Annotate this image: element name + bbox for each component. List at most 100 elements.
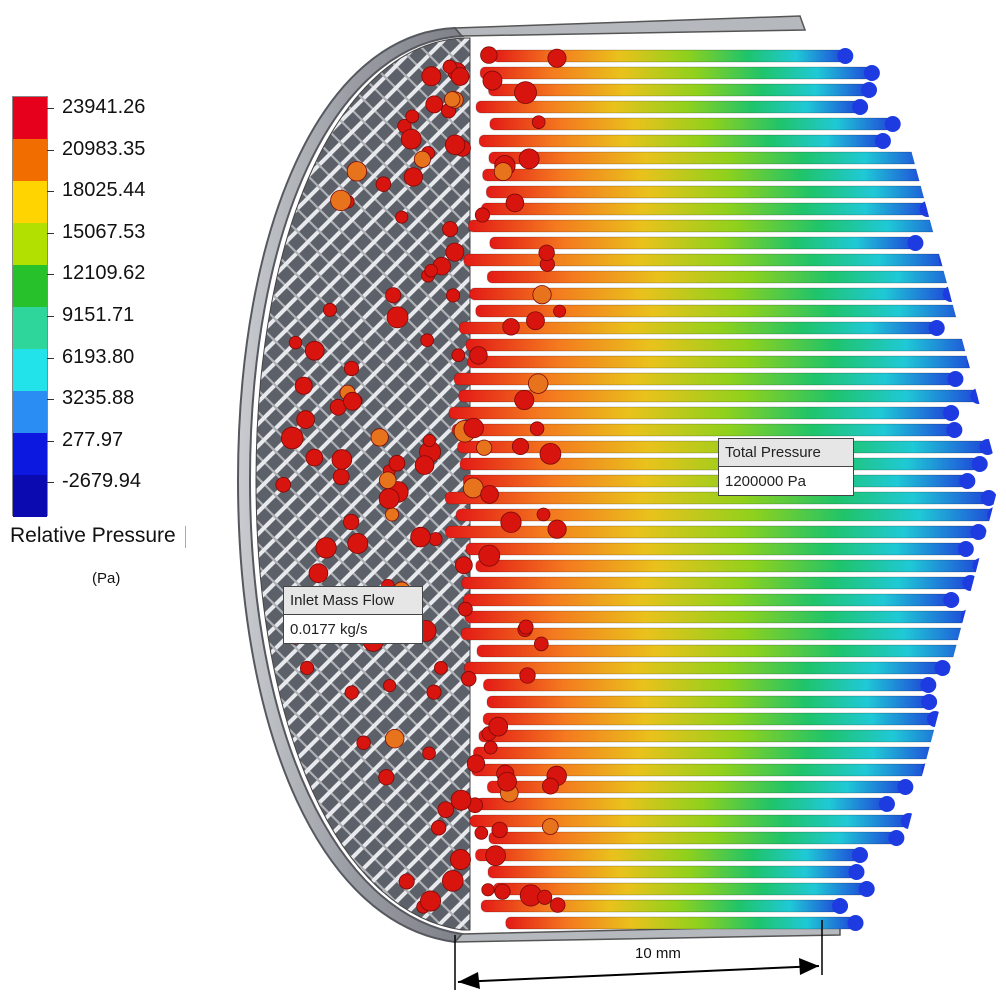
- legend-tick-mark: [47, 357, 54, 359]
- flow-tube-end: [907, 235, 924, 251]
- inlet-arrow-head: [449, 849, 471, 871]
- flow-tube: [489, 236, 916, 250]
- inlet-arrow-head: [518, 619, 534, 635]
- flow-tube: [482, 168, 927, 182]
- inlet-arrow-head: [547, 519, 567, 539]
- inlet-arrow-head: [469, 346, 488, 365]
- flow-tube-end: [837, 48, 854, 64]
- inlet-arrow-head: [519, 667, 536, 684]
- flow-tube: [444, 491, 990, 505]
- color-band: [13, 391, 47, 433]
- inlet-arrow-head: [480, 46, 498, 64]
- flow-tube: [465, 542, 967, 556]
- flow-tube-end: [962, 575, 979, 591]
- inlet-arrow-head: [476, 439, 493, 456]
- flow-tube: [476, 644, 979, 658]
- flow-tube-end: [934, 660, 951, 676]
- inlet-arrow-head: [308, 563, 329, 584]
- flow-tube-end: [987, 507, 1000, 523]
- inlet-arrow-head: [385, 728, 405, 749]
- inlet-arrow-head: [528, 373, 549, 394]
- inlet-arrow-head: [542, 818, 559, 835]
- flow-tube-end: [952, 728, 969, 744]
- flow-tube: [475, 100, 861, 114]
- flow-tube: [469, 814, 910, 828]
- inlet-arrow-head: [514, 81, 537, 104]
- flow-tube-end: [918, 167, 935, 183]
- legend-tick-label: 3235.88: [62, 387, 135, 410]
- inlet-arrow-head: [288, 335, 303, 350]
- flow-tube-end: [929, 745, 946, 761]
- inlet-arrow-head: [441, 870, 464, 892]
- flow-tube: [492, 49, 846, 63]
- flow-tube-end: [960, 609, 977, 625]
- flow-tube: [482, 712, 936, 726]
- flow-tube-end: [863, 65, 880, 81]
- flow-tube: [475, 797, 888, 811]
- inlet-arrow-head: [426, 684, 442, 700]
- inlet-arrow-head: [497, 771, 517, 792]
- flow-tube-end: [874, 133, 891, 149]
- inlet-arrow-head: [405, 109, 420, 124]
- flow-tube-end: [946, 422, 963, 438]
- inlet-arrow-head: [410, 526, 431, 548]
- inlet-arrow-head: [478, 544, 501, 567]
- flow-tube-end: [928, 320, 945, 336]
- inlet-arrow-head: [344, 685, 359, 700]
- legend-tick-label: 9151.71: [62, 304, 135, 326]
- flow-tube-end: [943, 405, 960, 421]
- legend-tick-mark: [47, 149, 54, 151]
- inlet-arrow-head: [383, 679, 397, 693]
- inlet-arrow-head: [445, 242, 465, 262]
- inlet-arrow-head: [444, 91, 461, 108]
- inlet-arrow-head: [550, 897, 566, 913]
- color-band: [13, 307, 47, 349]
- inlet-arrow-head: [422, 434, 436, 447]
- flow-tube-end: [888, 830, 905, 846]
- inlet-arrow-head: [370, 428, 389, 447]
- inlet-arrow-head: [332, 468, 350, 486]
- legend-tick-mark: [47, 316, 54, 317]
- inlet-arrow-head: [424, 263, 438, 278]
- flow-tube-end: [847, 915, 864, 931]
- inlet-arrow-head: [460, 671, 477, 687]
- inlet-arrow-head: [481, 883, 495, 897]
- flow-tube-end: [970, 388, 987, 404]
- inlet-arrow-head: [343, 391, 362, 411]
- inlet-arrow-head: [343, 513, 360, 531]
- inlet-arrow-head: [375, 176, 392, 192]
- inlet-arrow-head: [485, 845, 506, 866]
- inlet-arrow-head: [305, 448, 324, 467]
- flow-tube-end: [858, 881, 875, 897]
- flow-tube-end: [919, 201, 936, 217]
- inlet-arrow-head: [553, 304, 567, 318]
- flow-tube: [475, 848, 861, 862]
- flow-tube-end: [980, 490, 997, 506]
- inlet-arrow-head: [378, 488, 400, 509]
- flow-tube: [465, 338, 978, 352]
- flow-tube-end: [929, 184, 946, 200]
- color-band: [13, 97, 47, 139]
- inlet-arrow-head: [442, 59, 457, 74]
- legend-tick-label: 23941.26: [62, 96, 146, 118]
- flow-tube-end: [852, 99, 869, 115]
- inlet-arrow-head: [431, 820, 447, 836]
- flow-tube-end: [878, 796, 895, 812]
- flow-tube-end: [861, 82, 878, 98]
- inlet-arrow-head: [356, 735, 371, 751]
- flow-tube: [473, 746, 939, 760]
- inlet-arrow-head: [428, 532, 443, 547]
- inlet-arrow-head: [413, 150, 431, 168]
- color-band: [13, 433, 47, 475]
- inlet-arrow-head: [434, 660, 448, 675]
- legend-tick-mark: [47, 232, 54, 234]
- inlet-arrow-head: [531, 115, 546, 129]
- flow-tube: [481, 202, 928, 216]
- inlet-arrow-head: [343, 360, 360, 377]
- flow-tube-end: [971, 456, 988, 472]
- color-band: [13, 223, 47, 265]
- flow-tube-end: [897, 779, 914, 795]
- inlet-arrow-head: [511, 437, 530, 456]
- inlet-arrow-head: [388, 454, 406, 472]
- inlet-arrow-head: [532, 285, 552, 305]
